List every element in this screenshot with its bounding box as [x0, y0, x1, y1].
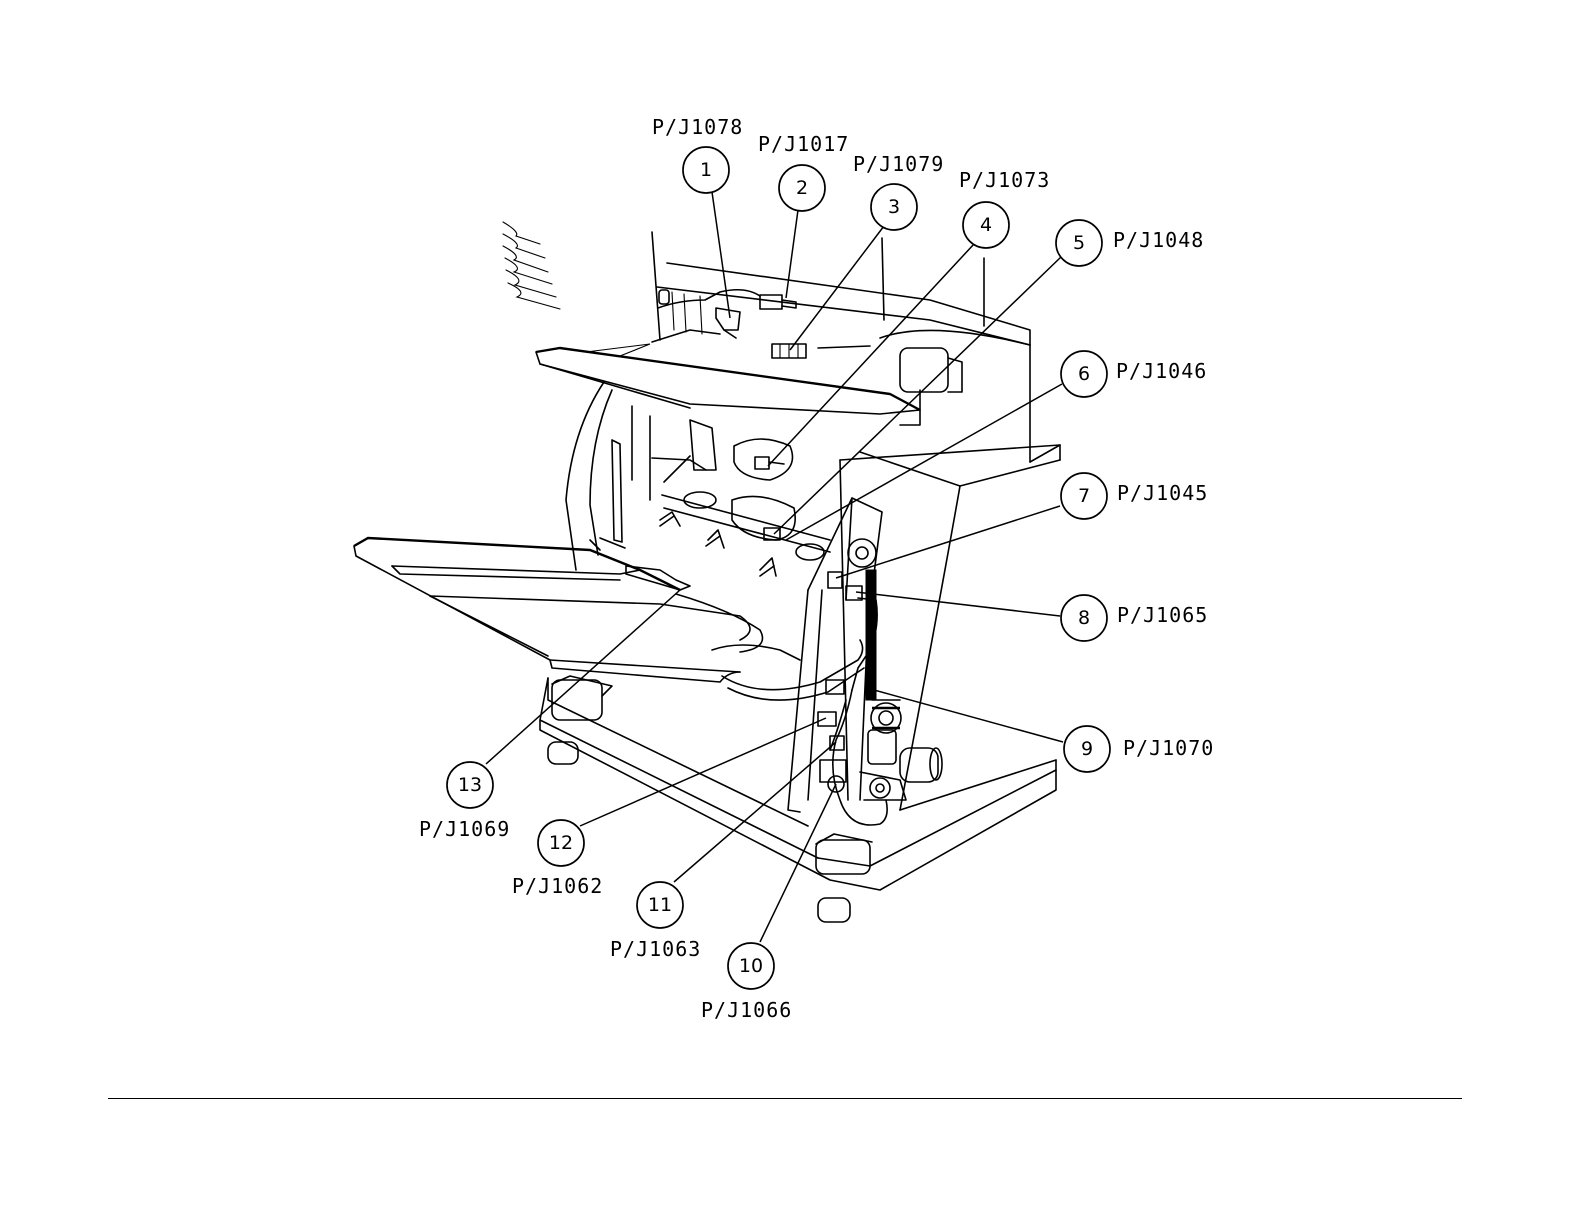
callout-2: 2 P/J1017 — [758, 132, 849, 211]
elevator-column — [788, 498, 942, 812]
callout-9: 9 P/J1070 — [1064, 726, 1214, 772]
callout-number: 4 — [980, 214, 992, 236]
callout-number: 6 — [1078, 363, 1090, 385]
callout-12: 12 P/J1062 — [512, 820, 603, 898]
callout-number: 12 — [549, 832, 573, 854]
callout-number: 7 — [1078, 485, 1090, 507]
callouts: 1 P/J1078 2 P/J1017 3 P/J1079 4 P/J1073 … — [419, 115, 1214, 1022]
callout-6: 6 P/J1046 — [1061, 351, 1207, 397]
lower-output-tray — [354, 538, 800, 682]
callout-number: 2 — [796, 177, 808, 199]
upper-output-tray — [536, 330, 920, 425]
callout-7: 7 P/J1045 — [1061, 473, 1208, 519]
callout-13: 13 P/J1069 — [419, 762, 510, 841]
callout-5: 5 P/J1048 — [1056, 220, 1204, 266]
callout-number: 1 — [700, 159, 712, 181]
main-frame — [566, 382, 1060, 810]
leader-9 — [874, 690, 1063, 742]
callout-1: 1 P/J1078 — [652, 115, 743, 193]
callout-number: 11 — [648, 894, 672, 916]
callout-number: 5 — [1073, 232, 1085, 254]
connector-label: P/J1017 — [758, 132, 849, 156]
connector-label: P/J1070 — [1123, 736, 1214, 760]
connector-label: P/J1062 — [512, 874, 603, 898]
connector-label: P/J1073 — [959, 168, 1050, 192]
connector-label: P/J1079 — [853, 152, 944, 176]
callout-number: 10 — [739, 955, 763, 977]
connector-label: P/J1066 — [701, 998, 792, 1022]
leader-4 — [768, 244, 974, 466]
callout-4: 4 P/J1073 — [959, 168, 1050, 248]
callout-10: 10 P/J1066 — [701, 943, 792, 1022]
callout-number: 9 — [1081, 738, 1093, 760]
callout-number: 8 — [1078, 607, 1090, 629]
leader-3 — [790, 226, 884, 350]
connector-label: P/J1046 — [1116, 359, 1207, 383]
base-stand — [540, 676, 1056, 922]
leader-1 — [712, 192, 730, 318]
connector-label: P/J1069 — [419, 817, 510, 841]
paper-stack — [503, 222, 560, 309]
connector-label: P/J1078 — [652, 115, 743, 139]
callout-8: 8 P/J1065 — [1061, 595, 1208, 641]
callout-11: 11 P/J1063 — [610, 882, 701, 961]
connector-label: P/J1045 — [1117, 481, 1208, 505]
leader-6 — [786, 384, 1062, 540]
connector-label: P/J1063 — [610, 937, 701, 961]
leader-2 — [786, 210, 798, 298]
leader-8 — [856, 592, 1060, 616]
wiring-harness — [676, 572, 887, 825]
callout-3: 3 P/J1079 — [853, 152, 944, 230]
transport-rollers — [652, 420, 830, 576]
page-divider — [108, 1098, 1462, 1099]
connector-label: P/J1048 — [1113, 228, 1204, 252]
callout-number: 3 — [888, 196, 900, 218]
connector-label: P/J1065 — [1117, 603, 1208, 627]
callout-number: 13 — [458, 774, 482, 796]
